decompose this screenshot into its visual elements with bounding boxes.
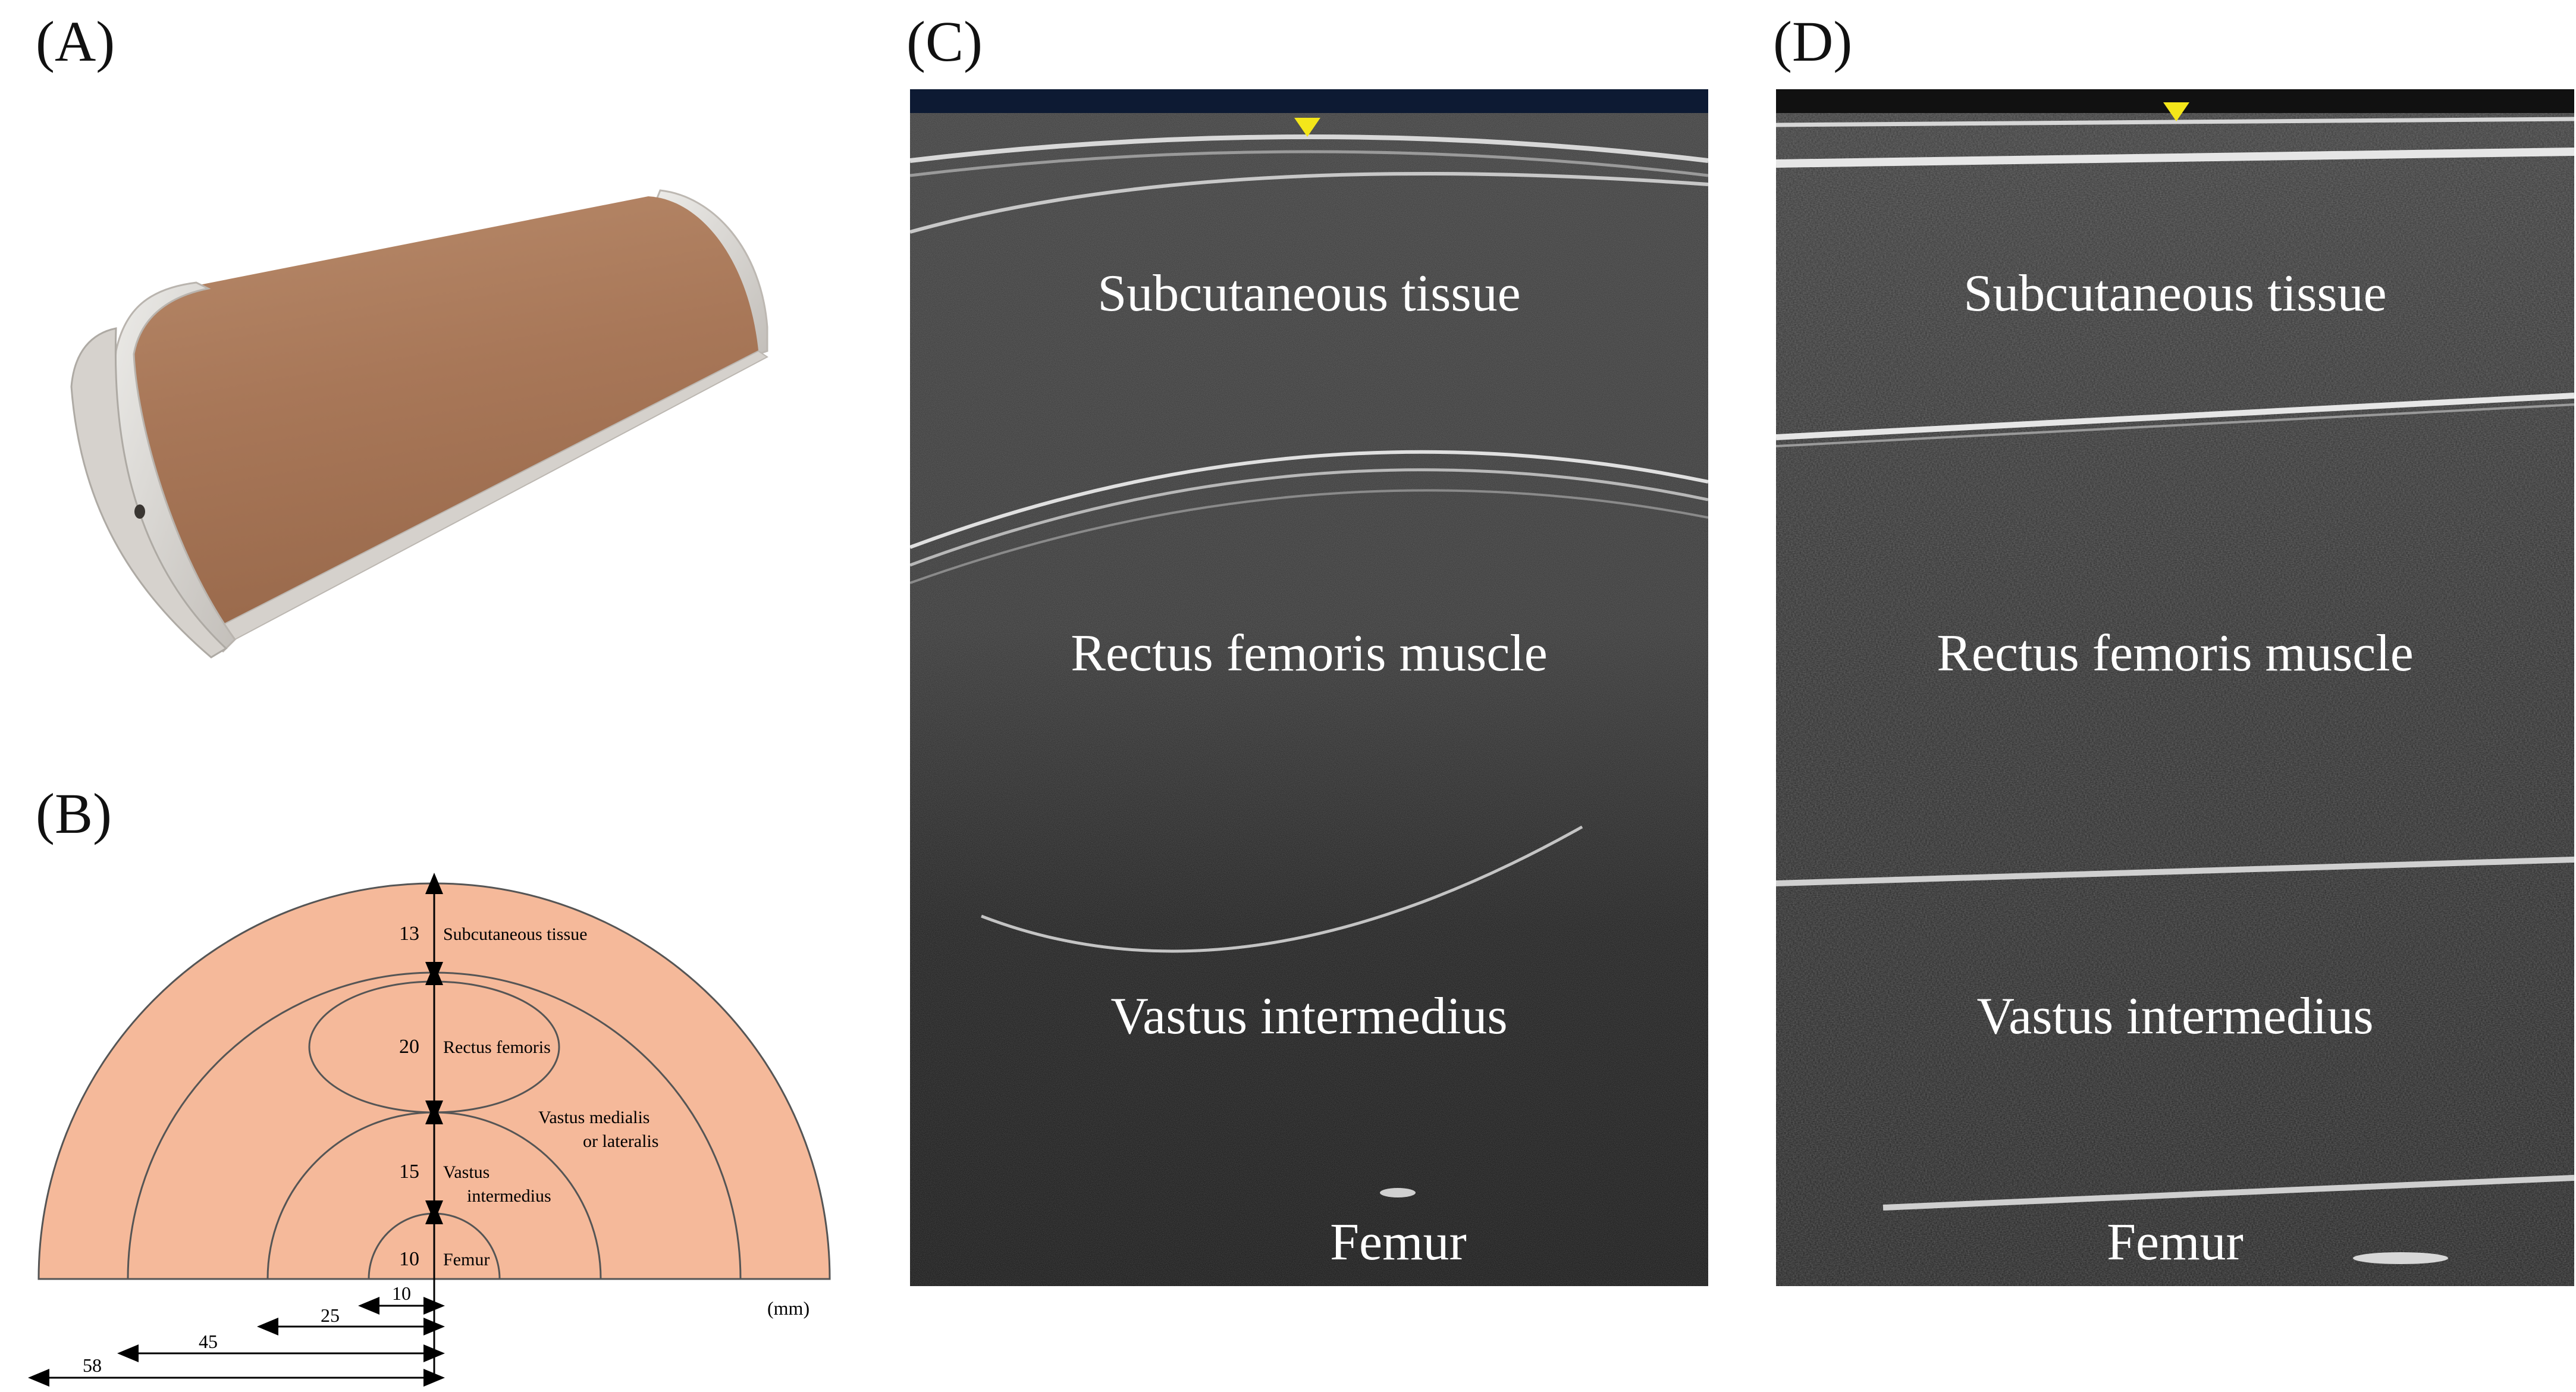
radius-label-45: 45 — [199, 1331, 218, 1352]
ultrasound-panel-c: Subcutaneous tissue Rectus femoris muscl… — [910, 89, 1708, 1286]
unit-label: (mm) — [767, 1297, 809, 1319]
probe-marker-c — [1294, 118, 1320, 137]
region-label-rectus-c: Rectus femoris muscle — [1071, 625, 1548, 682]
region-label-subcutaneous-c: Subcutaneous tissue — [1097, 265, 1521, 322]
region-label-subcutaneous-d: Subcutaneous tissue — [1963, 265, 2387, 322]
radius-label-10: 10 — [392, 1283, 411, 1304]
radius-label-25: 25 — [321, 1305, 340, 1326]
region-label-femur-c: Femur — [1330, 1214, 1467, 1271]
side-label-1: Vastus medialis — [538, 1108, 650, 1127]
model-port-hole — [134, 504, 145, 519]
panel-label-b: (B) — [36, 782, 112, 845]
layer-label-vastus-1: Vastus — [443, 1162, 490, 1182]
thickness-rectus: 20 — [399, 1036, 419, 1058]
ultrasound-panel-d: Subcutaneous tissue Rectus femoris muscl… — [1776, 89, 2574, 1286]
thickness-femur: 10 — [399, 1248, 419, 1270]
probe-marker-d — [2163, 102, 2189, 121]
panel-label-c: (C) — [906, 10, 983, 73]
ultrasound-d-texture — [1776, 89, 2574, 1286]
panel-label-a: (A) — [36, 10, 115, 73]
thickness-subcutaneous: 13 — [399, 923, 419, 945]
ultrasound-c-texture — [910, 89, 1708, 1286]
layer-label-rectus: Rectus femoris — [443, 1037, 551, 1057]
region-label-rectus-d: Rectus femoris muscle — [1937, 625, 2414, 682]
region-label-vastus-d: Vastus intermedius — [1976, 987, 2374, 1045]
layer-label-vastus-2: intermedius — [467, 1186, 551, 1206]
layer-label-subcutaneous: Subcutaneous tissue — [443, 924, 587, 944]
cross-section-diagram: 13 Subcutaneous tissue 20 Rectus femoris… — [28, 873, 831, 1387]
model-front-face — [70, 327, 228, 659]
phantom-3d-model — [70, 189, 768, 659]
model-body — [125, 196, 758, 625]
radius-label-58: 58 — [83, 1355, 102, 1376]
region-label-vastus-c: Vastus intermedius — [1110, 987, 1508, 1045]
thickness-vastus: 15 — [399, 1161, 419, 1183]
side-label-2: or lateralis — [583, 1131, 658, 1151]
panel-label-d: (D) — [1773, 10, 1853, 73]
layer-label-femur: Femur — [443, 1250, 490, 1269]
region-label-femur-d: Femur — [2107, 1214, 2244, 1271]
